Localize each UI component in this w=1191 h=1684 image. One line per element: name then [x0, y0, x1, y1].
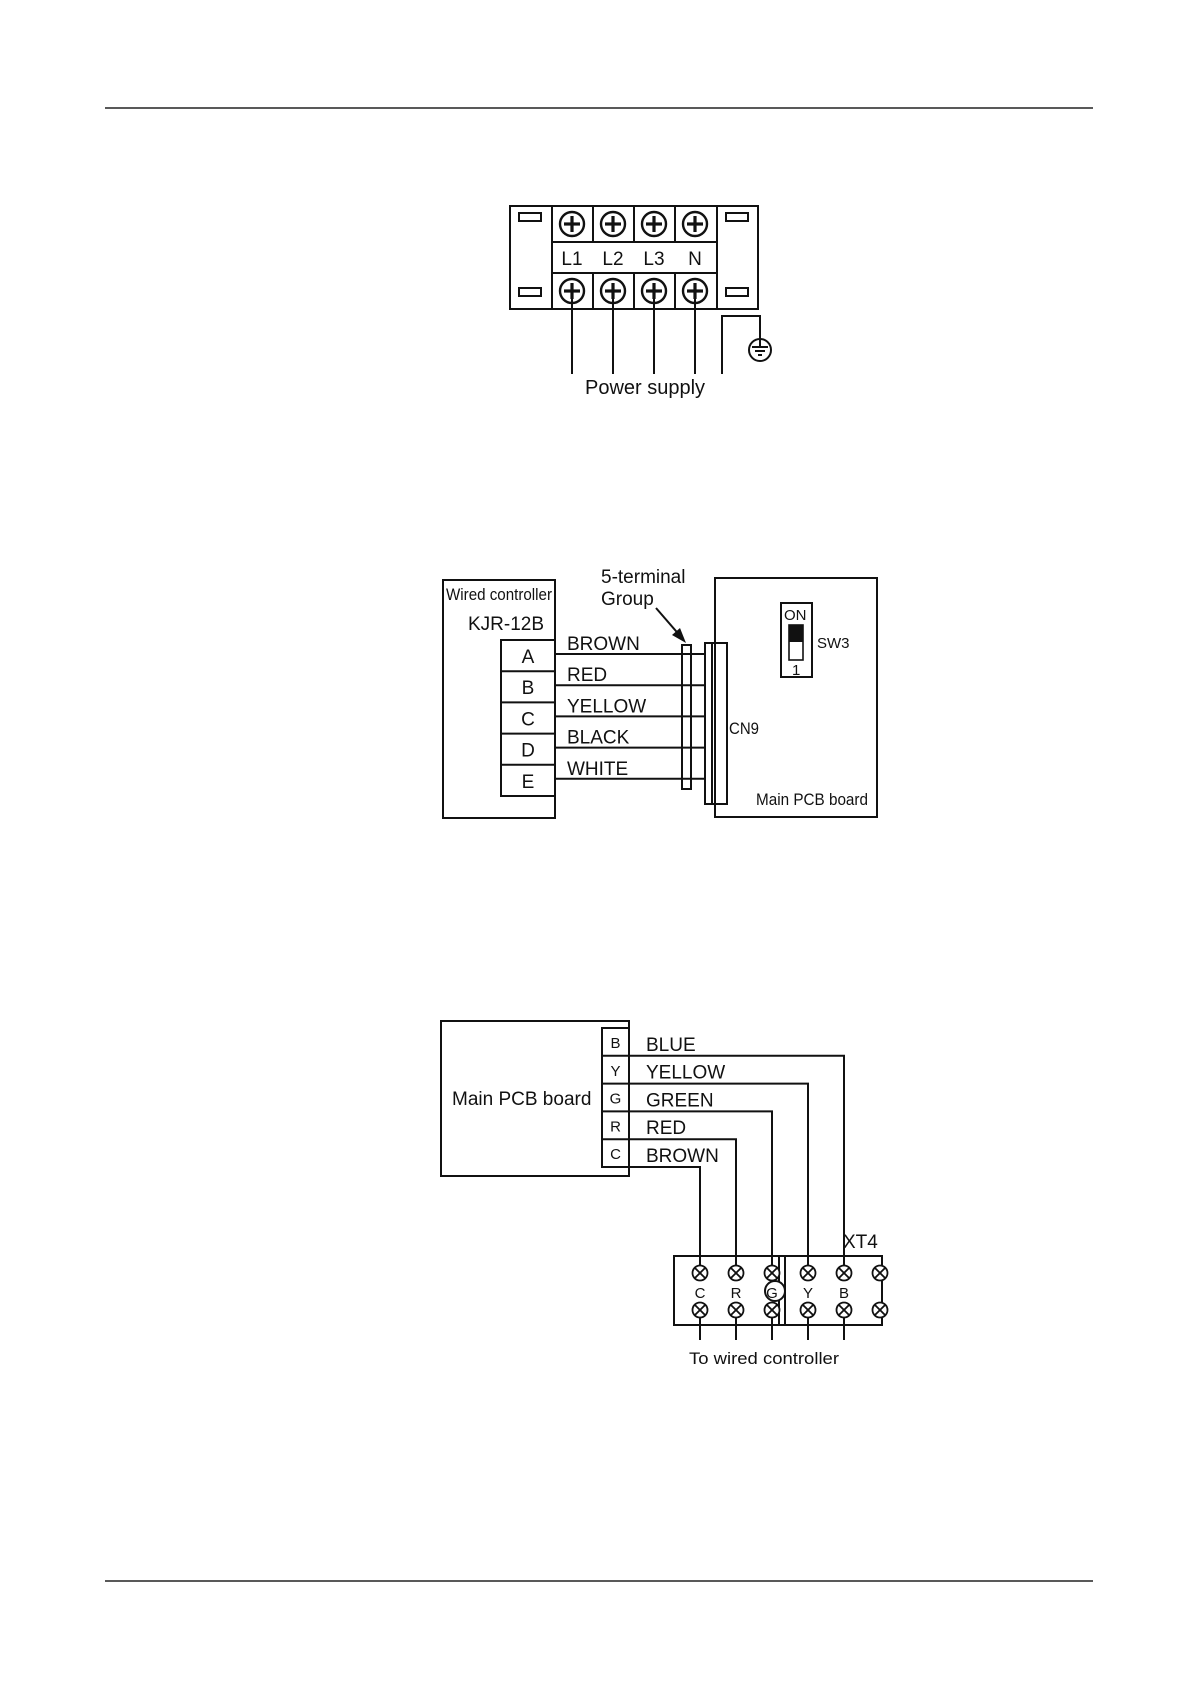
wire-color-label: BROWN: [567, 634, 640, 655]
terminal-group-label-line2: Group: [601, 589, 654, 610]
mount-slot-icon: [726, 213, 748, 221]
controller-model: KJR-12B: [468, 614, 544, 635]
xt4-terminal-c: C: [695, 1285, 706, 1302]
switch-on-label: ON: [784, 607, 807, 624]
pcb-pin-y: Y: [610, 1063, 620, 1080]
pcb-pin-c: C: [610, 1146, 621, 1163]
main-pcb-label: Main PCB board: [452, 1089, 591, 1110]
terminal-group-label-line1: 5-terminal: [601, 567, 685, 588]
pcb-pin-b: B: [610, 1035, 620, 1052]
wire-color-label: BROWN: [646, 1146, 719, 1167]
controller-terminal-d: D: [521, 741, 535, 762]
screw-cross-icon: [693, 1266, 708, 1281]
terminal-label-n: N: [688, 249, 702, 270]
screw-cross-icon: [801, 1303, 816, 1318]
power-terminal-diagram: L1 L2 L3 N Power supply: [510, 206, 771, 399]
screw-cross-icon: [729, 1303, 744, 1318]
switch-number: 1: [792, 662, 800, 679]
switch-lever-icon: [789, 625, 803, 642]
xt4-terminal-g: G: [766, 1285, 778, 1302]
screw-plus-icon: [642, 212, 666, 236]
screw-plus-icon: [683, 212, 707, 236]
screw-plus-icon: [601, 212, 625, 236]
controller-terminal-b: B: [522, 678, 535, 699]
screw-cross-icon: [765, 1303, 780, 1318]
main-pcb-label: Main PCB board: [756, 790, 868, 809]
wire-color-label: RED: [646, 1118, 686, 1139]
pcb-pin-g: G: [610, 1091, 622, 1108]
screw-cross-icon: [873, 1303, 888, 1318]
screw-cross-icon: [801, 1266, 816, 1281]
wire-brown: [629, 1167, 700, 1273]
terminal-label-l3: L3: [643, 249, 664, 270]
wire-color-label: RED: [567, 665, 607, 686]
mount-slot-icon: [519, 213, 541, 221]
terminal-label-l1: L1: [561, 249, 582, 270]
wire-color-label: BLUE: [646, 1035, 696, 1056]
xt4-terminal-r: R: [731, 1285, 742, 1302]
screw-plus-icon: [560, 212, 584, 236]
screw-cross-icon: [693, 1303, 708, 1318]
terminal-label-l2: L2: [602, 249, 623, 270]
screw-cross-icon: [837, 1266, 852, 1281]
mount-slot-icon: [519, 288, 541, 296]
wire-color-label: GREEN: [646, 1090, 714, 1111]
cn9-label: CN9: [729, 719, 759, 738]
screw-cross-icon: [729, 1266, 744, 1281]
mount-slot-icon: [726, 288, 748, 296]
controller-terminal-c: C: [521, 709, 535, 730]
power-supply-caption: Power supply: [585, 377, 705, 399]
screw-cross-icon: [765, 1266, 780, 1281]
wire-color-label: WHITE: [567, 759, 628, 780]
sw3-label: SW3: [817, 635, 850, 652]
to-wired-controller-caption: To wired controller: [689, 1349, 839, 1368]
pcb-pin-r: R: [610, 1118, 621, 1135]
screw-cross-icon: [837, 1303, 852, 1318]
xt4-terminal-y: Y: [803, 1285, 813, 1302]
wire-color-label: YELLOW: [567, 696, 646, 717]
controller-title: Wired controller: [446, 585, 552, 604]
screw-cross-icon: [873, 1266, 888, 1281]
wire-color-label: BLACK: [567, 728, 630, 749]
wire-color-label: YELLOW: [646, 1063, 725, 1084]
xt4-terminal-b: B: [839, 1285, 849, 1302]
ground-icon: [749, 338, 771, 361]
controller-terminal-e: E: [522, 772, 535, 793]
xt4-label: XT4: [843, 1232, 878, 1253]
controller-terminal-a: A: [522, 647, 535, 668]
